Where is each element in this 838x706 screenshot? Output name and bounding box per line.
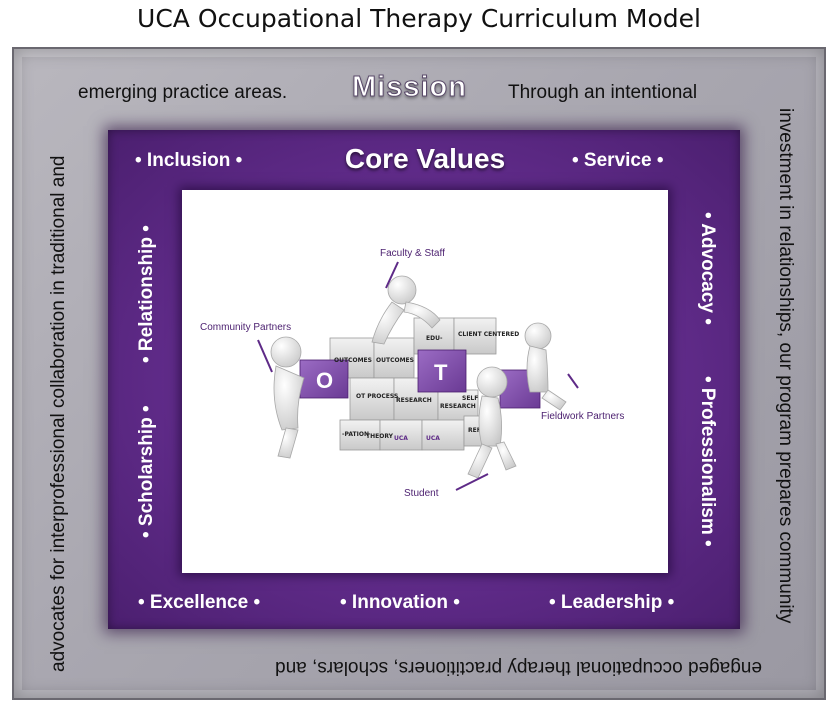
core-value-excellence: • Excellence • [138, 592, 261, 613]
core-value-scholarship: • Scholarship • [136, 405, 157, 538]
mission-text-bottom: engaged occupational therapy practitione… [275, 657, 762, 678]
student-figure [476, 366, 508, 398]
label-student: Student [404, 488, 439, 499]
block-letter-t: T [434, 360, 448, 385]
block-label: CLIENT CENTERED [458, 331, 519, 338]
core-value-professionalism: • Professionalism • [697, 376, 718, 547]
core-value-inclusion: • Inclusion • [135, 150, 243, 171]
figures [270, 275, 567, 479]
label-pointers [257, 261, 579, 491]
block-label: OT PROCESS [356, 393, 398, 400]
block-label: UCA [426, 435, 440, 442]
block-label: REFER [468, 427, 490, 434]
faculty-figure [387, 275, 417, 305]
core-value-advocacy: • Advocacy • [697, 212, 718, 325]
core-value-innovation: • Innovation • [340, 592, 460, 613]
block-label: RESEARCH [440, 403, 476, 410]
block-label: UCA [394, 435, 408, 442]
core-values-heading: Core Values [344, 143, 506, 174]
block-letter-o: O [316, 368, 333, 393]
block-label: THEORY [366, 433, 394, 440]
fieldwork-figure [524, 322, 552, 350]
block-label: OUTCOMES [376, 357, 414, 364]
mission-text-top-right: Through an intentional [508, 82, 697, 103]
mission-heading: Mission [352, 71, 467, 104]
community-figure [270, 336, 302, 368]
core-value-leadership: • Leadership • [549, 592, 675, 613]
label-faculty-staff: Faculty & Staff [380, 248, 445, 259]
label-fieldwork-partners: Fieldwork Partners [541, 411, 624, 422]
block-label: EDU- [426, 335, 443, 342]
diagram-title: UCA Occupational Therapy Curriculum Mode… [137, 4, 701, 33]
block-label: OUTCOMES [334, 357, 372, 364]
core-value-service: • Service • [572, 150, 664, 171]
block-label: RESEARCH [396, 397, 432, 404]
core-value-relationship: • Relationship • [136, 225, 157, 363]
mission-text-top: emerging practice areas. [78, 82, 287, 103]
mission-text-right: investment in relationships, our program… [775, 108, 796, 624]
label-community-partners: Community Partners [200, 322, 291, 333]
block-label: SELF [462, 395, 478, 402]
block-label: -PATION [342, 431, 369, 438]
mission-text-left: advocates for interprofessional collabor… [48, 156, 69, 672]
